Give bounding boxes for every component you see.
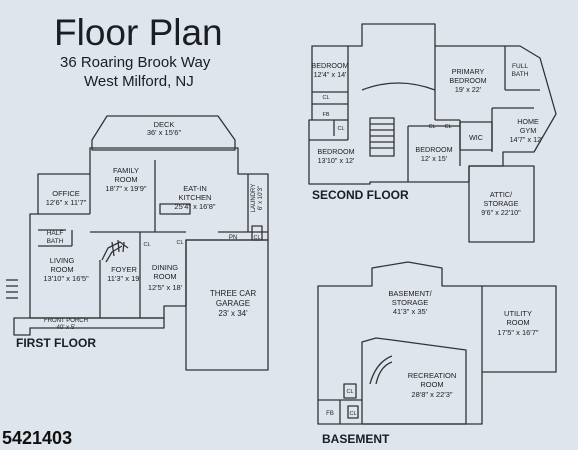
closet-label-garage: CL <box>253 235 260 241</box>
garage-label: THREE CAR <box>210 289 256 298</box>
basement-storage-dims: 41'3" x 35' <box>393 307 428 316</box>
garage-label-2: GARAGE <box>216 299 250 308</box>
closet-label-basement-2: CL <box>349 411 356 417</box>
recreation-room-label: RECREATION <box>408 371 457 380</box>
attic-label: ATTIC/ <box>490 190 512 199</box>
bedroom-s-dims: 12' x 15' <box>421 154 448 163</box>
laundry-label: LAUNDRY <box>251 184 257 213</box>
primary-bedroom-dims: 19' x 22' <box>455 85 482 94</box>
closet-label-upper-3: CL <box>428 124 435 130</box>
laundry-dims: 6' x 10'3" <box>258 186 264 210</box>
closet-label-basement-1: CL <box>346 389 353 395</box>
basement-label: BASEMENT <box>322 432 390 446</box>
full-bath-label: FULL <box>512 63 528 70</box>
recreation-room-dims: 28'8" x 22'3" <box>411 390 452 399</box>
bedroom-sw-dims: 13'10" x 12' <box>318 156 355 165</box>
office-label: OFFICE <box>52 189 80 198</box>
bedroom-nw-dims: 12'4" x 14' <box>314 70 347 79</box>
first-floor-label: FIRST FLOOR <box>16 336 96 350</box>
family-room-dims: 18'7" x 19'9" <box>105 184 146 193</box>
dining-room-label-2: ROOM <box>153 272 176 281</box>
family-room-label-2: ROOM <box>114 175 137 184</box>
closet-label-upper-2: CL <box>337 126 344 132</box>
deck-dims: 36' x 15'6" <box>147 128 182 137</box>
home-gym-label-2: GYM <box>520 126 536 135</box>
page-title: Floor Plan <box>54 12 223 53</box>
closet-label-upper-4: CL <box>444 124 451 130</box>
utility-room-label: UTILITY <box>504 309 532 318</box>
front-porch-dims: 40' x 5' <box>57 325 76 331</box>
second-floor-plan <box>308 23 557 243</box>
dining-room-dims: 12'5" x 18' <box>148 283 183 292</box>
full-bath-label-2: BATH <box>512 71 529 78</box>
wic-label: WIC <box>469 133 483 142</box>
living-room-label-2: ROOM <box>50 265 73 274</box>
dining-room-label: DINING <box>152 263 178 272</box>
utility-room-label-2: ROOM <box>506 318 529 327</box>
bedroom-s-label: BEDROOM <box>415 145 452 154</box>
recreation-room-outline <box>361 337 467 425</box>
primary-bedroom-label-2: BEDROOM <box>449 76 486 85</box>
attic-label-2: STORAGE <box>483 199 518 208</box>
basement-plan <box>317 261 557 425</box>
mls-number: 5421403 <box>2 428 73 448</box>
front-porch-label: FRONT PORCH <box>44 318 88 324</box>
front-porch-outline <box>13 317 165 336</box>
recreation-room-label-2: ROOM <box>420 380 443 389</box>
half-bath-label-2: BATH <box>47 238 64 245</box>
home-gym-dims: 14'7" x 12' <box>510 135 543 144</box>
kitchen-label-2: KITCHEN <box>179 193 212 202</box>
closet-label-kitchen: CL <box>176 240 183 246</box>
utility-room-dims: 17'5" x 16'7" <box>497 328 538 337</box>
family-room-label: FAMILY <box>113 166 139 175</box>
bedroom-sw-label: BEDROOM <box>317 147 354 156</box>
attic-dims: 9'6" x 22'10" <box>481 208 521 217</box>
foyer-dims: 11'3" x 19' <box>107 274 141 283</box>
basement-outer-wall <box>317 261 557 425</box>
living-room-label: LIVING <box>50 256 75 265</box>
deck-outline <box>91 115 236 151</box>
full-bath-label-basement: FB <box>326 411 334 417</box>
basement-storage-label: BASEMENT/ <box>388 289 432 298</box>
office-dims: 12'6" x 11'7" <box>46 198 87 207</box>
kitchen-dims: 25'4" x 16'8" <box>174 202 215 211</box>
foyer-label: FOYER <box>111 265 137 274</box>
deck-label: DECK <box>154 120 175 129</box>
basement-storage-label-2: STORAGE <box>392 298 429 307</box>
closet-label-foyer: CL <box>143 242 150 248</box>
half-bath-label: HALF <box>47 230 64 237</box>
first-floor-plan <box>6 115 269 371</box>
second-floor-label: SECOND FLOOR <box>312 188 409 202</box>
primary-bedroom-label: PRIMARY <box>452 67 485 76</box>
pantry-label: PN <box>229 235 237 241</box>
home-gym-label: HOME <box>517 117 539 126</box>
bedroom-nw-label: BEDROOM <box>311 61 348 70</box>
address-line-1: 36 Roaring Brook Way <box>60 54 211 71</box>
address-line-2: West Milford, NJ <box>84 73 194 90</box>
garage-outline <box>185 239 269 371</box>
kitchen-label: EAT-IN <box>183 184 207 193</box>
full-bath-label-upper: FB <box>322 112 329 118</box>
closet-label-upper-1: CL <box>322 95 329 101</box>
garage-dims: 23' x 34' <box>218 309 248 318</box>
living-room-dims: 13'10" x 16'5" <box>43 274 89 283</box>
attic-outline <box>468 165 535 243</box>
second-floor-outer-wall <box>308 23 557 185</box>
